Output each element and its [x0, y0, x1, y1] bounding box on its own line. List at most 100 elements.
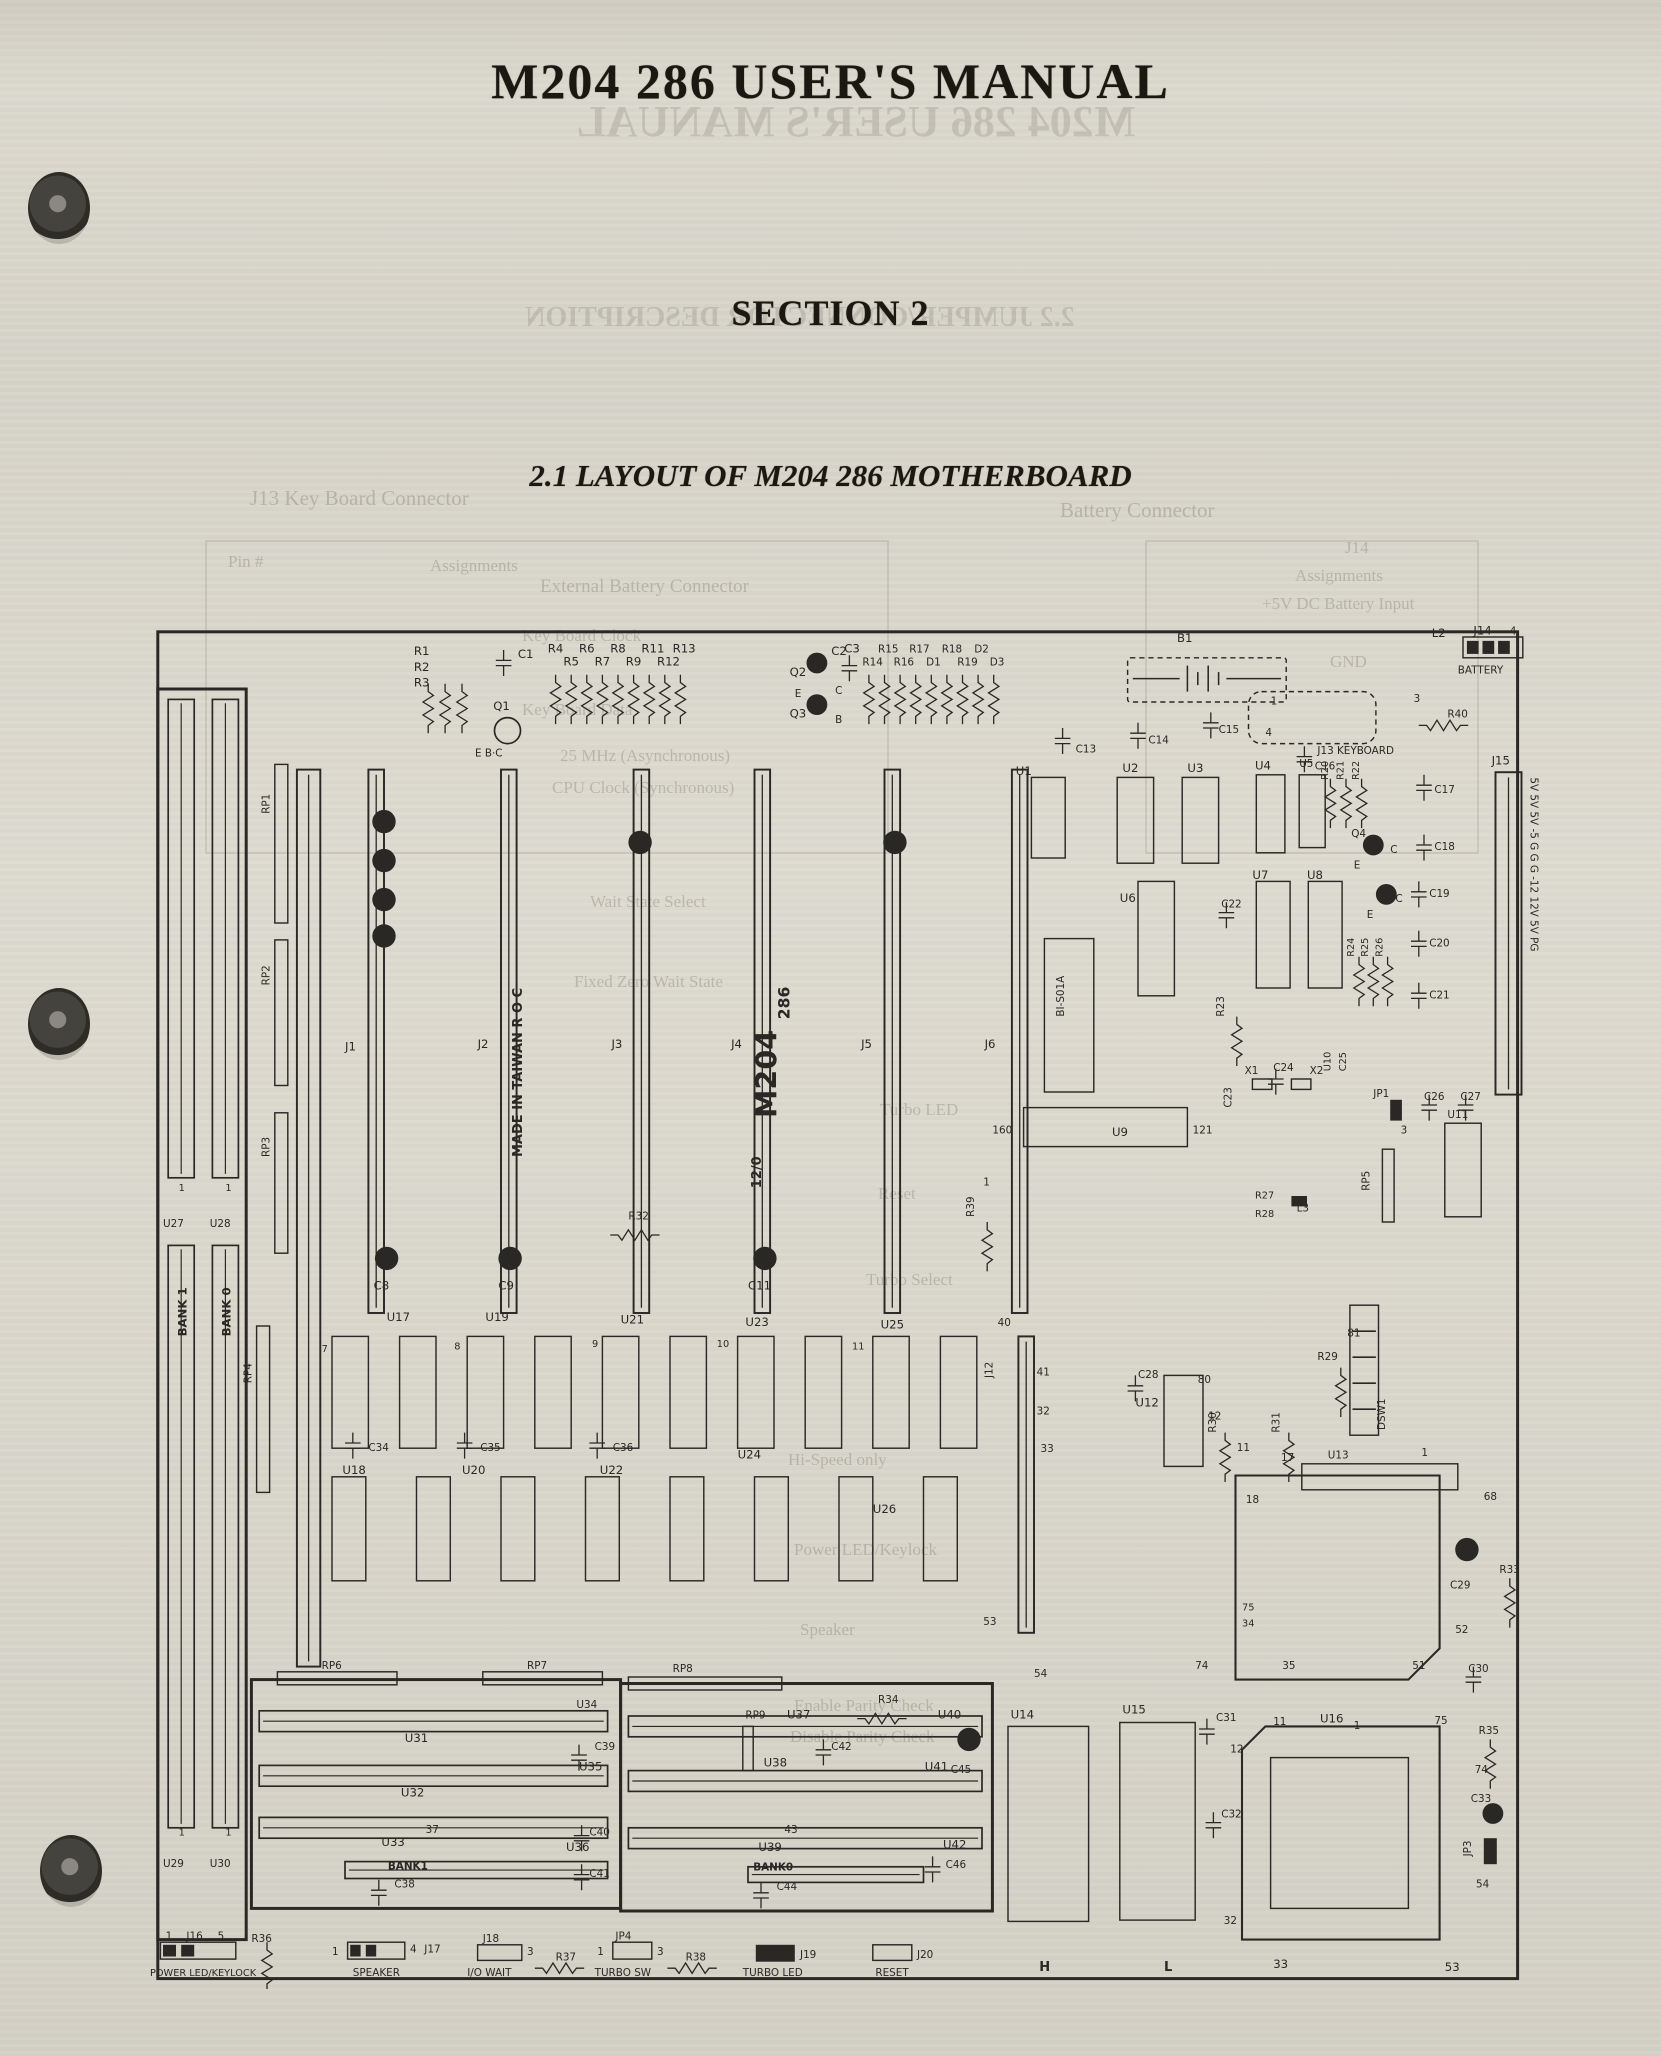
- component-label: 160: [992, 1125, 1012, 1137]
- expansion-slot: [753, 768, 772, 1314]
- chip-outline: [612, 1941, 653, 1960]
- component-label: C38: [394, 1879, 414, 1891]
- component-label: C9: [498, 1279, 514, 1293]
- component-label: J15: [1491, 753, 1510, 767]
- component-label: 10: [717, 1339, 729, 1350]
- component-label: J1: [344, 1039, 356, 1053]
- capacitor-symbol: [589, 1432, 605, 1459]
- component-label: TURBO SW: [594, 1967, 651, 1979]
- ghost-faint-text: J14: [1345, 538, 1369, 557]
- component-label: U39: [758, 1840, 781, 1854]
- component-label: BANK0: [753, 1862, 793, 1874]
- resistor-symbol: [1503, 1578, 1517, 1628]
- chip-outline: [1163, 1374, 1204, 1468]
- chip-outline: [1255, 880, 1291, 989]
- capacitor-symbol: [1203, 712, 1219, 739]
- board-outline: [156, 687, 248, 1942]
- chip-outline: [398, 1335, 437, 1449]
- component-label: B: [835, 714, 842, 726]
- component-label: U6: [1120, 891, 1136, 905]
- component-label: C41: [589, 1868, 609, 1880]
- component-label: R3: [414, 675, 430, 689]
- component-label: C17: [1434, 784, 1454, 796]
- component-label: J17: [423, 1944, 440, 1956]
- component-label: BATTERY: [1458, 664, 1504, 676]
- component-label: U11: [1447, 1109, 1468, 1121]
- punch-hole: [28, 172, 90, 244]
- capacitor-symbol: [573, 1825, 590, 1852]
- component-label: C34: [368, 1442, 389, 1454]
- component-label: 33: [1041, 1443, 1054, 1455]
- resistor-symbol: [1418, 718, 1469, 732]
- component-label: R12: [657, 655, 680, 669]
- capacitor-symbol: [345, 1432, 361, 1459]
- resistor-symbol: [909, 674, 923, 725]
- component-label: L: [1164, 1960, 1172, 1975]
- capacitor-symbol: [571, 1744, 587, 1771]
- capacitor-symbol: [1421, 1094, 1437, 1121]
- component-label: U22: [600, 1463, 623, 1477]
- section-heading: SECTION 2: [731, 293, 930, 333]
- component-label: R25: [1360, 938, 1371, 957]
- component-label: B1: [1177, 631, 1192, 645]
- resistor-symbol: [1218, 1432, 1232, 1482]
- ghost-faint-text: Assignments: [430, 556, 518, 575]
- large-chip-outline: [1240, 1725, 1441, 1941]
- socket-strip: [211, 1244, 240, 1829]
- expansion-slot: [883, 768, 902, 1314]
- solder-dot: [1375, 884, 1397, 905]
- component-label: RP8: [673, 1663, 693, 1675]
- component-label: U40: [938, 1708, 961, 1722]
- capacitor-symbol: [456, 1432, 473, 1459]
- component-label: U25: [881, 1318, 904, 1332]
- component-label: U15: [1122, 1702, 1145, 1716]
- component-label: 12/0: [750, 1156, 765, 1188]
- component-label: Q4: [1351, 828, 1366, 840]
- component-label: BANK 0: [220, 1287, 234, 1336]
- component-label: R13: [673, 642, 696, 656]
- component-label: U9: [1112, 1125, 1128, 1139]
- component-label: U24: [738, 1448, 761, 1462]
- component-label: U34: [576, 1699, 597, 1711]
- component-label: E: [795, 688, 802, 700]
- component-label: POWER LED/KEYLOCK: [150, 1968, 257, 1979]
- chip-outline: [1119, 1721, 1196, 1921]
- component-label: U3: [1187, 761, 1203, 775]
- chip-outline: [669, 1335, 708, 1449]
- component-label: 35: [1282, 1660, 1295, 1672]
- component-label: C: [835, 685, 842, 697]
- component-label: 80: [1198, 1374, 1211, 1386]
- component-label: D1: [926, 657, 941, 669]
- component-label: R19: [957, 657, 977, 669]
- resistor-symbol: [1282, 1432, 1296, 1482]
- socket-strip: [211, 698, 240, 1179]
- component-label: 4: [410, 1944, 417, 1956]
- component-label: JP3: [1462, 1840, 1474, 1857]
- component-label: 81: [1347, 1327, 1360, 1339]
- component-label: 32: [1224, 1915, 1237, 1927]
- capacitor-symbol: [1127, 1375, 1144, 1402]
- socket-strip: [344, 1860, 609, 1880]
- component-label: RP9: [745, 1710, 765, 1722]
- component-label: C36: [613, 1442, 633, 1454]
- socket-strip: [258, 1764, 609, 1788]
- component-label: 3: [1401, 1125, 1408, 1137]
- chip-outline: [1290, 1078, 1312, 1091]
- capacitor-symbol: [1416, 834, 1432, 861]
- component-label: U13: [1328, 1450, 1349, 1462]
- capacitor-symbol: [1130, 722, 1146, 749]
- solder-dot: [498, 1246, 522, 1271]
- resistor-symbol: [455, 683, 469, 734]
- component-label: R20: [1320, 761, 1331, 780]
- ghost-faint-text: Assignments: [1295, 566, 1383, 585]
- socket-strip: [167, 1244, 196, 1829]
- solder-dot: [806, 694, 828, 715]
- component-label: C31: [1216, 1712, 1236, 1724]
- component-label: C40: [589, 1827, 609, 1839]
- component-label: C18: [1434, 841, 1454, 853]
- component-label: U42: [943, 1838, 966, 1852]
- capacitor-symbol: [1457, 1094, 1474, 1121]
- component-label: 12: [1208, 1411, 1221, 1423]
- component-label: U29: [163, 1858, 184, 1870]
- capacitor-symbol: [1054, 728, 1071, 754]
